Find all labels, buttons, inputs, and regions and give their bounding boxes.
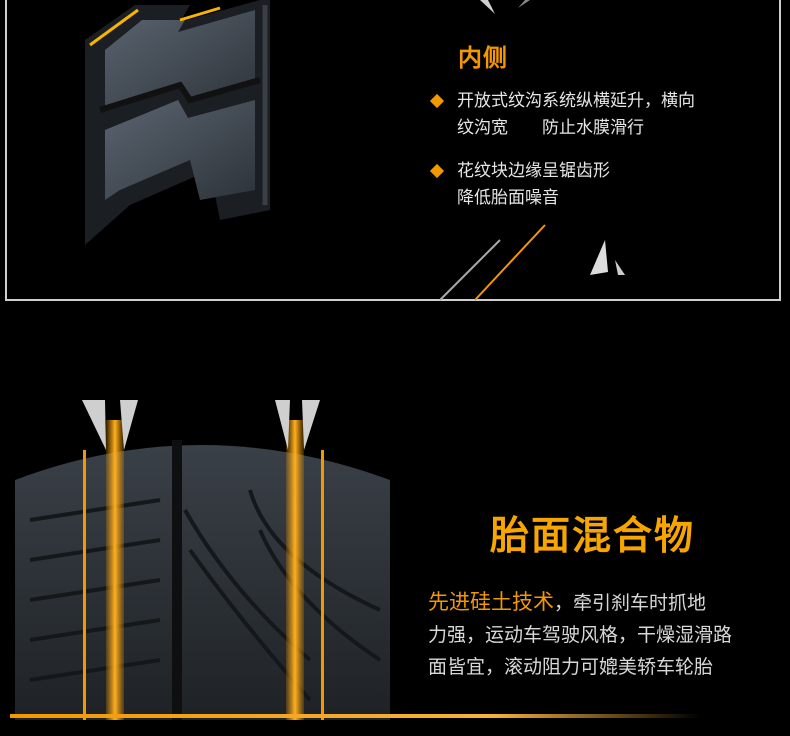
tire-tread-illustration [15,400,390,720]
desc-line: ，牵引刹车时抓地 [554,592,707,614]
bullet-item: 开放式纹沟系统纵横延升，横向 纹沟宽 防止水膜滑行 [429,88,752,142]
bullet-line: 纹沟宽 防止水膜滑行 [457,118,644,138]
decorative-streaks [439,224,625,301]
desc-line: 面皆宜，滚动阻力可媲美轿车轮胎 [428,656,714,678]
diamond-bullet-icon [429,93,445,109]
arrow-marks-top [480,0,530,14]
bullet-line: 花纹块边缘呈锯齿形 [457,161,610,181]
bullet-line: 开放式纹沟系统纵横延升，横向 [457,91,695,111]
accent-underline [10,714,700,718]
highlight-text: 先进硅土技术 [428,590,554,614]
compound-title: 胎面混合物 [490,514,696,559]
bullet-item: 花纹块边缘呈锯齿形 降低胎面噪音 [429,158,752,212]
diamond-bullet-icon [429,163,445,179]
inner-title: 内侧 [458,44,508,72]
tread-compound-panel: 胎面混合物 先进硅土技术，牵引刹车时抓地 力强，运动车驾驶风格，干燥湿滑路 面皆… [0,320,790,736]
compound-description: 先进硅土技术，牵引刹车时抓地 力强，运动车驾驶风格，干燥湿滑路 面皆宜，滚动阻力… [428,586,773,683]
panel-frame [5,0,781,301]
inner-tread-panel: 内侧 开放式纹沟系统纵横延升，横向 纹沟宽 防止水膜滑行 花纹块边缘呈锯齿形 降… [0,0,790,320]
tread-block-illustration [85,0,270,245]
desc-line: 力强，运动车驾驶风格，干燥湿滑路 [428,624,733,646]
bullet-line: 降低胎面噪音 [457,188,559,208]
